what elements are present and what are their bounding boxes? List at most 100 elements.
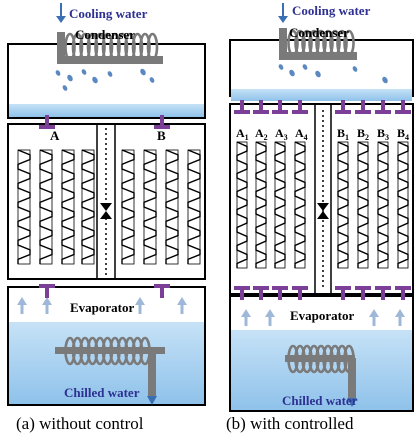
droplet-icon (278, 64, 284, 70)
adsorbent-beds (17, 149, 201, 265)
vapor-arrows (17, 297, 187, 314)
bed-label-subscript: 2 (365, 133, 369, 142)
coil-turn (336, 344, 348, 374)
bed-label-subscript: 4 (304, 133, 308, 142)
bed-label-subscript: 3 (385, 133, 389, 142)
valve-cap (234, 286, 250, 290)
valve-cap (39, 284, 55, 288)
adsorbent-bed-frame (143, 149, 157, 265)
valve-cap (234, 110, 250, 114)
adsorber-chamber (229, 103, 414, 295)
valve-stem (381, 100, 385, 112)
vapor-arrow-head (369, 309, 379, 317)
cooling-water-label: Cooling water (292, 3, 371, 18)
condenser-coil-icon (279, 28, 357, 60)
valve-cap (292, 286, 308, 290)
valve-cap (272, 110, 288, 114)
coil-turn (86, 336, 99, 366)
adsorbent-bed-frame (337, 141, 349, 269)
adsorbent-bed-frame (121, 149, 135, 265)
droplet-icon (302, 64, 308, 70)
droplet-icon (62, 85, 68, 91)
valve-stem (361, 100, 365, 112)
droplet-icon (289, 69, 295, 77)
vapor-arrow-head (265, 309, 275, 317)
valve-stem (361, 288, 365, 300)
droplet-icon (140, 68, 146, 76)
valve-cap (375, 286, 391, 290)
coil-turn (101, 336, 114, 366)
valve-stem (401, 288, 405, 300)
coil-turn (131, 336, 144, 366)
bed-label-subscript: 1 (245, 133, 249, 142)
adsorbent-bed-frame (17, 149, 31, 265)
adsorbent-bed-frame (294, 141, 306, 269)
coil-turn (116, 336, 129, 366)
bed-label-b: B (157, 128, 166, 143)
valve-cap (375, 110, 391, 114)
droplet-icon (149, 77, 155, 83)
droplet-icon (81, 69, 87, 75)
valve-stem (298, 100, 302, 112)
adsorbent-bed-frame (81, 149, 95, 265)
adsorbent-bed-frame (165, 149, 179, 265)
vapor-arrows (241, 309, 405, 326)
bed-label-a: A (50, 128, 60, 143)
condenser-chamber (229, 39, 414, 97)
droplet-icon (55, 70, 61, 76)
chilled-water-label: Chilled water (64, 385, 140, 400)
valve-stem (341, 288, 345, 300)
adsorbent-beds (236, 141, 409, 269)
valve-cap (292, 110, 308, 114)
evaporator-coil-icon (55, 336, 165, 405)
valve-cap (335, 286, 351, 290)
vapor-arrow-head (17, 297, 27, 305)
valve-stem (401, 100, 405, 112)
adsorbent-bed-frame (274, 141, 286, 269)
valve-stem (278, 100, 282, 112)
vapor-arrow-head (241, 309, 251, 317)
panel-a-without-control: Cooling water Condenser A B Evaporator C… (7, 3, 206, 406)
coil-turn (308, 344, 320, 374)
coil-turn (71, 336, 84, 366)
cooling-water-label: Cooling water (69, 6, 148, 21)
valve-cap (154, 284, 170, 288)
valve-cap (355, 286, 371, 290)
valve-stem (381, 288, 385, 300)
coil-turn (124, 336, 136, 366)
adsorbent-bed-frame (39, 149, 53, 265)
coil-turn (322, 344, 334, 374)
condensate-water-band (9, 104, 204, 117)
vapor-arrow-head (135, 297, 145, 305)
adsorbent-bed-frame (255, 141, 267, 269)
condenser-coil-icon (57, 32, 163, 64)
cooling-water-inlet-arrow-icon (56, 3, 66, 23)
adsorbent-bed-frame (377, 141, 389, 269)
valve-stem (259, 288, 263, 300)
evaporator-label: Evaporator (290, 308, 355, 323)
valve-stem (278, 288, 282, 300)
adsorbent-bed-frame (236, 141, 248, 269)
coil-turn (64, 336, 76, 366)
vapor-arrow-head (395, 309, 405, 317)
valve-stem (240, 288, 244, 300)
adsorbent-bed-frame (187, 149, 201, 265)
valve-cap (272, 286, 288, 290)
adsorbent-bed-frame (61, 149, 75, 265)
coil-turn (287, 344, 299, 374)
coil-turn (109, 336, 121, 366)
condensate-water-band (231, 89, 412, 101)
valve-stem (240, 100, 244, 112)
droplet-icon (67, 74, 73, 82)
caption-a: (a) without control (16, 414, 144, 433)
bed-label-subscript: 1 (345, 133, 349, 142)
coil-turn (329, 344, 341, 374)
coil-turn (94, 336, 106, 366)
droplet-icon (352, 66, 358, 72)
valves (234, 100, 411, 300)
valve-cap (395, 110, 411, 114)
valve-stem (298, 288, 302, 300)
coil-turn (301, 344, 313, 374)
